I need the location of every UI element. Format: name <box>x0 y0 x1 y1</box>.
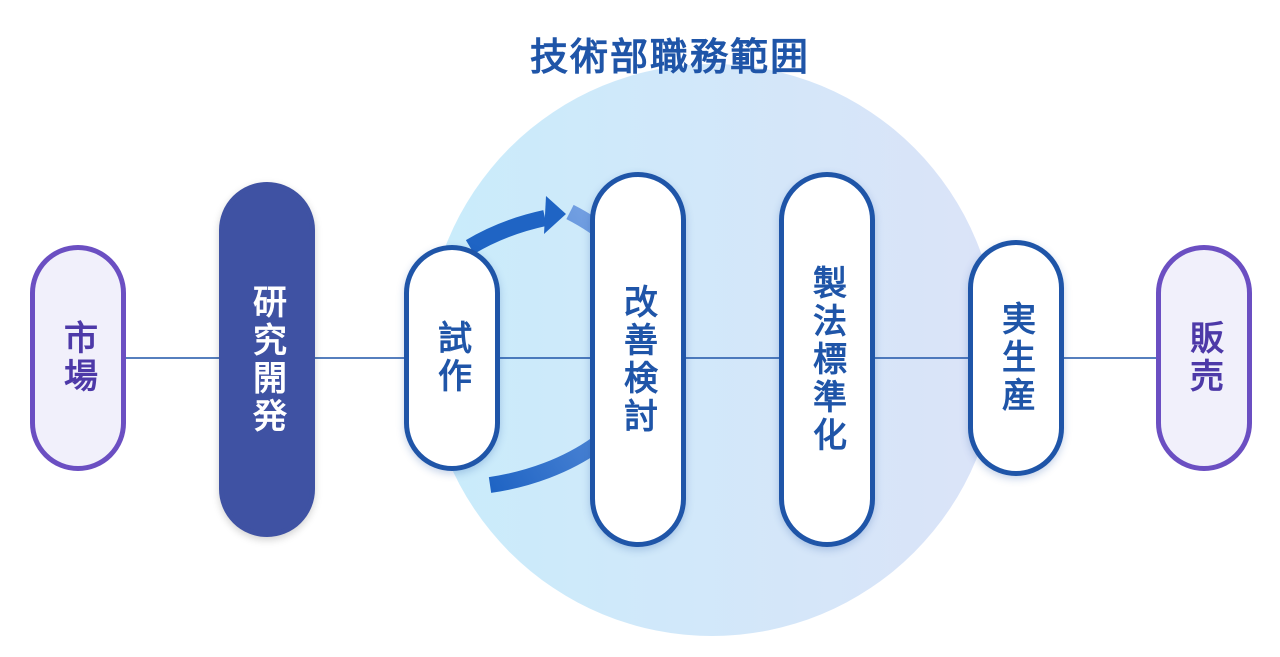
node-prototype-label: 試作 <box>431 320 472 396</box>
node-standardization-label: 製法標準化 <box>806 264 847 455</box>
node-production-label: 実生産 <box>995 301 1036 415</box>
node-improvement-label: 改善検討 <box>617 283 658 436</box>
node-production: 実生産 <box>968 240 1064 476</box>
node-prototype: 試作 <box>404 245 500 471</box>
cycle-arrow-shaft <box>465 210 547 254</box>
node-sales-label: 販売 <box>1183 320 1224 396</box>
node-sales: 販売 <box>1156 245 1252 471</box>
node-market-label: 市場 <box>57 320 98 396</box>
node-rnd: 研究開発 <box>219 182 315 537</box>
node-standardization: 製法標準化 <box>779 172 875 547</box>
node-market: 市場 <box>30 245 126 471</box>
diagram-title: 技術部職務範囲 <box>529 35 810 79</box>
node-improvement: 改善検討 <box>590 172 686 547</box>
technical-scope-circle <box>426 64 998 636</box>
cycle-arrow-head-icon <box>544 196 566 234</box>
node-rnd-label: 研究開発 <box>246 283 287 436</box>
